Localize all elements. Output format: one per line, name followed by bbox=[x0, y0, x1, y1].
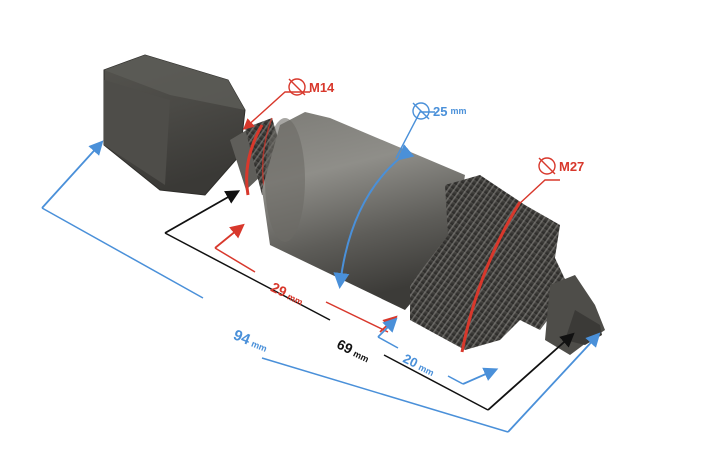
callout-m27: M27 bbox=[536, 155, 584, 177]
dim-line-69 bbox=[164, 190, 241, 234]
callout-m14-label: M14 bbox=[309, 79, 335, 95]
dim-line-94 bbox=[41, 140, 104, 209]
dim-line-20 bbox=[377, 317, 398, 338]
callout-d25: 25 mm bbox=[410, 100, 466, 122]
leader-d25 bbox=[395, 111, 435, 159]
callout-m27-label: M27 bbox=[559, 158, 585, 174]
callout-d25-value: 25 bbox=[433, 103, 448, 119]
diameter-icon bbox=[538, 157, 556, 175]
callout-m14: M14 bbox=[286, 76, 334, 98]
diameter-icon bbox=[412, 102, 430, 120]
diameter-icon bbox=[288, 78, 306, 96]
dim-line-29 bbox=[214, 223, 245, 249]
tool-body bbox=[103, 54, 605, 355]
callout-d25-unit: mm bbox=[450, 106, 467, 116]
leader-m27 bbox=[517, 179, 560, 206]
m27-thread bbox=[410, 175, 560, 350]
